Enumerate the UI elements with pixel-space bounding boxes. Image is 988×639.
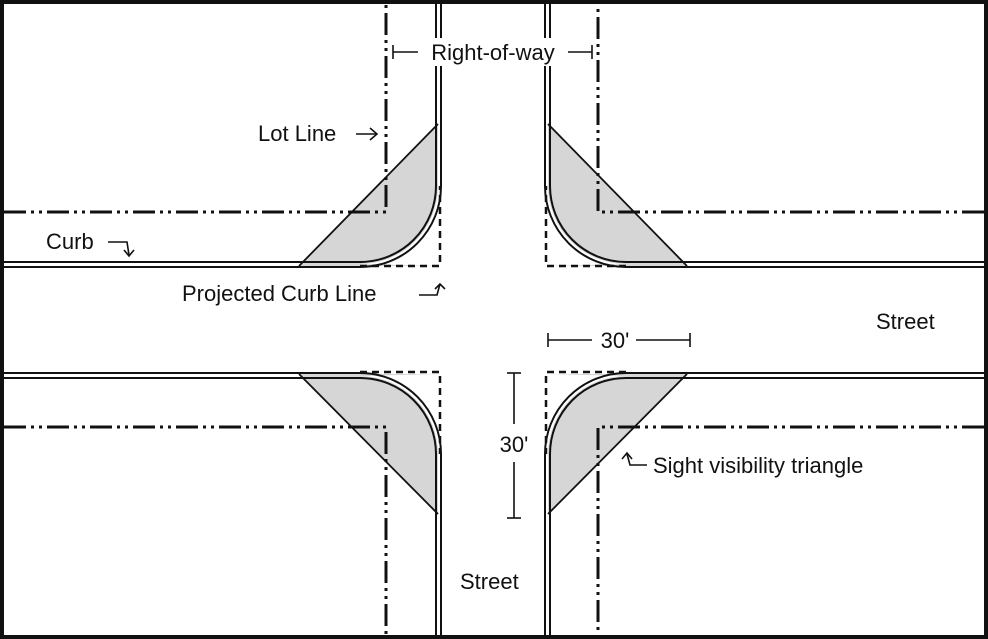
projected-curb-lines xyxy=(360,186,626,454)
lot-line-sw xyxy=(4,425,388,635)
right-of-way-label: Right-of-way xyxy=(431,40,554,65)
curb-lines xyxy=(4,4,984,635)
curb-label: Curb xyxy=(46,229,94,254)
lot-line-arrow-icon xyxy=(356,127,379,141)
curb-arrow-icon xyxy=(108,241,135,258)
lot-line-nw xyxy=(4,4,388,214)
lot-line-se xyxy=(596,425,984,635)
dimension-vertical-label: 30' xyxy=(500,432,529,457)
lot-line-ne xyxy=(596,4,984,214)
street-label-south: Street xyxy=(460,569,519,594)
curb-se-outer xyxy=(549,377,984,635)
sight-triangle-arrow-icon xyxy=(621,451,647,466)
sight-triangle-edges xyxy=(298,123,688,515)
curb-return-areas xyxy=(360,186,626,454)
street-label-east: Street xyxy=(876,309,935,334)
dimension-vertical xyxy=(507,372,521,519)
curb-sw-outer xyxy=(4,377,437,635)
curb-ne-outer xyxy=(549,4,984,263)
lot-lines xyxy=(4,4,984,635)
lot-line-label: Lot Line xyxy=(258,121,336,146)
curb-nw-outer xyxy=(4,4,437,263)
projected-curb-arrow-icon xyxy=(419,282,446,296)
right-of-way-dimension xyxy=(392,38,593,66)
dimension-horizontal-label: 30' xyxy=(601,328,630,353)
projected-curb-line-label: Projected Curb Line xyxy=(182,281,376,306)
sight-triangle-label: Sight visibility triangle xyxy=(653,453,863,478)
dimension-horizontal xyxy=(547,333,691,347)
